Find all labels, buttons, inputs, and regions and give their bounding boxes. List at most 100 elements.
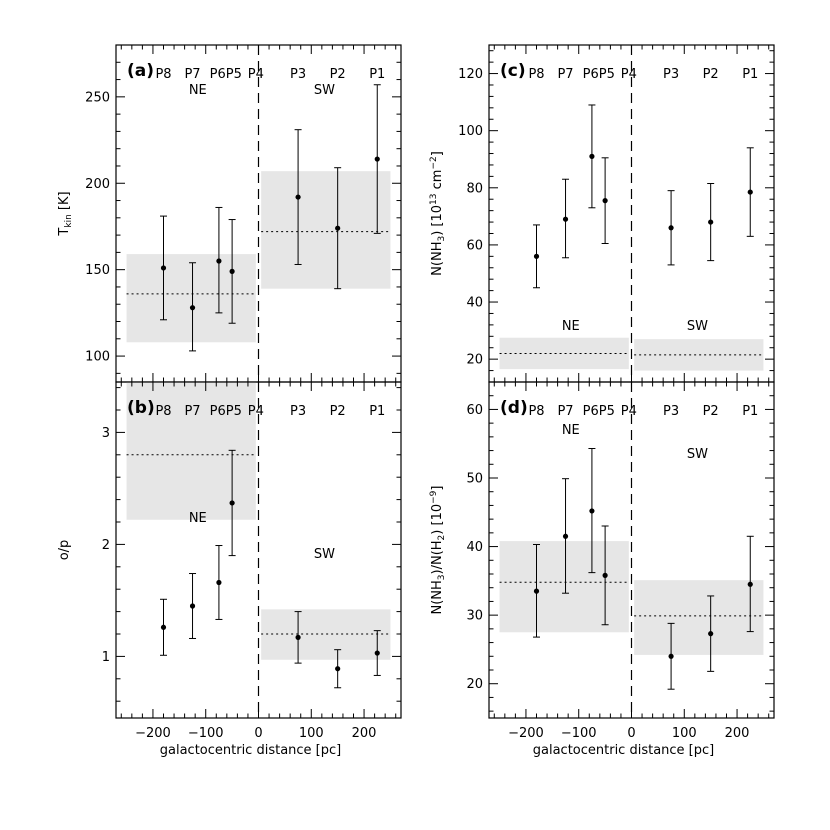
y-tick-label: 60 (466, 238, 483, 253)
x-axis-label: galactocentric distance [pc] (533, 743, 714, 758)
data-point (216, 258, 222, 264)
point-label: P6P5 (583, 67, 615, 82)
x-tick-label: −200 (135, 726, 171, 741)
region-label-ne: NE (189, 83, 207, 98)
data-point (335, 225, 341, 231)
y-axis-label: N(NH3) [1013 cm−2] (429, 151, 447, 276)
point-label: P4 (248, 67, 264, 82)
point-label: P8 (155, 404, 171, 419)
y-tick-label: 120 (458, 67, 483, 82)
point-label: P4 (621, 404, 637, 419)
x-tick-label: −100 (188, 726, 224, 741)
y-tick-label: 20 (466, 353, 483, 368)
band-sw (634, 339, 764, 371)
y-tick-label: 50 (466, 472, 483, 487)
x-tick-label: −100 (561, 726, 597, 741)
point-label: P6P5 (583, 404, 615, 419)
data-point (229, 500, 235, 506)
region-label-ne: NE (189, 511, 207, 526)
point-label: P8 (528, 67, 544, 82)
data-point (374, 156, 380, 162)
data-point (562, 216, 569, 222)
y-tick-label: 40 (466, 296, 483, 311)
y-tick-label: 1 (102, 650, 110, 665)
y-tick-label: 250 (85, 90, 110, 105)
data-point (747, 189, 753, 195)
y-tick-label: 20 (466, 677, 483, 692)
data-point (160, 265, 167, 271)
data-point (189, 603, 196, 609)
point-label: P4 (621, 67, 637, 82)
x-tick-label: 0 (627, 726, 635, 741)
band-sw (634, 580, 764, 655)
data-point (160, 624, 167, 630)
band-ne (499, 337, 629, 370)
y-tick-label: 100 (458, 124, 483, 139)
data-point (668, 225, 674, 231)
data-point (589, 153, 595, 159)
point-label: P8 (528, 404, 544, 419)
y-tick-label: 150 (85, 263, 110, 278)
y-tick-label: 100 (85, 350, 110, 365)
point-label: P1 (742, 67, 758, 82)
x-axis-label: galactocentric distance [pc] (160, 743, 341, 758)
y-axis-label: o/p (57, 540, 72, 561)
panel-label: (a) (127, 61, 154, 81)
point-label: P3 (290, 67, 306, 82)
region-label-ne: NE (562, 423, 580, 438)
x-tick-label: 0 (254, 726, 262, 741)
data-point (335, 666, 341, 672)
x-tick-label: 100 (299, 726, 324, 741)
x-tick-label: 200 (352, 726, 377, 741)
region-label-sw: SW (687, 447, 708, 462)
y-axis-label: N(NH3)/N(H2) [10−9] (429, 486, 447, 615)
y-tick-label: 30 (466, 609, 483, 624)
y-tick-label: 40 (466, 540, 483, 555)
data-point (708, 219, 714, 225)
region-label-sw: SW (687, 319, 708, 334)
data-point (602, 198, 608, 204)
data-point (668, 653, 674, 659)
region-label-sw: SW (314, 83, 335, 98)
y-tick-label: 200 (85, 177, 110, 192)
data-point (589, 508, 595, 514)
point-label: P3 (663, 404, 679, 419)
point-label: P8 (155, 67, 171, 82)
point-label: P4 (248, 404, 264, 419)
point-label: P6P5 (210, 67, 242, 82)
data-point (708, 631, 714, 637)
point-label: P7 (557, 404, 573, 419)
data-point (562, 533, 569, 539)
band-ne (499, 541, 629, 633)
data-point (216, 579, 222, 586)
point-label: P7 (557, 67, 573, 82)
data-point (295, 634, 301, 640)
y-tick-label: 2 (102, 538, 110, 553)
data-point (189, 305, 196, 311)
point-label: P2 (703, 404, 719, 419)
y-tick-label: 80 (466, 181, 483, 196)
point-label: P3 (290, 404, 306, 419)
point-label: P1 (369, 67, 385, 82)
point-label: P7 (184, 67, 200, 82)
band-ne (126, 254, 256, 343)
point-label: P2 (703, 67, 719, 82)
point-label: P1 (742, 404, 758, 419)
region-label-sw: SW (314, 547, 335, 562)
panel-label: (d) (500, 398, 528, 418)
data-point (374, 650, 380, 656)
panel-label: (c) (500, 61, 526, 81)
band-ne (126, 382, 256, 520)
point-label: P3 (663, 67, 679, 82)
band-sw (261, 609, 391, 660)
data-point (533, 253, 540, 259)
panel-label: (b) (127, 398, 155, 418)
x-tick-label: 100 (672, 726, 697, 741)
y-tick-label: 60 (466, 403, 483, 418)
point-label: P2 (330, 67, 346, 82)
region-label-ne: NE (562, 319, 580, 334)
